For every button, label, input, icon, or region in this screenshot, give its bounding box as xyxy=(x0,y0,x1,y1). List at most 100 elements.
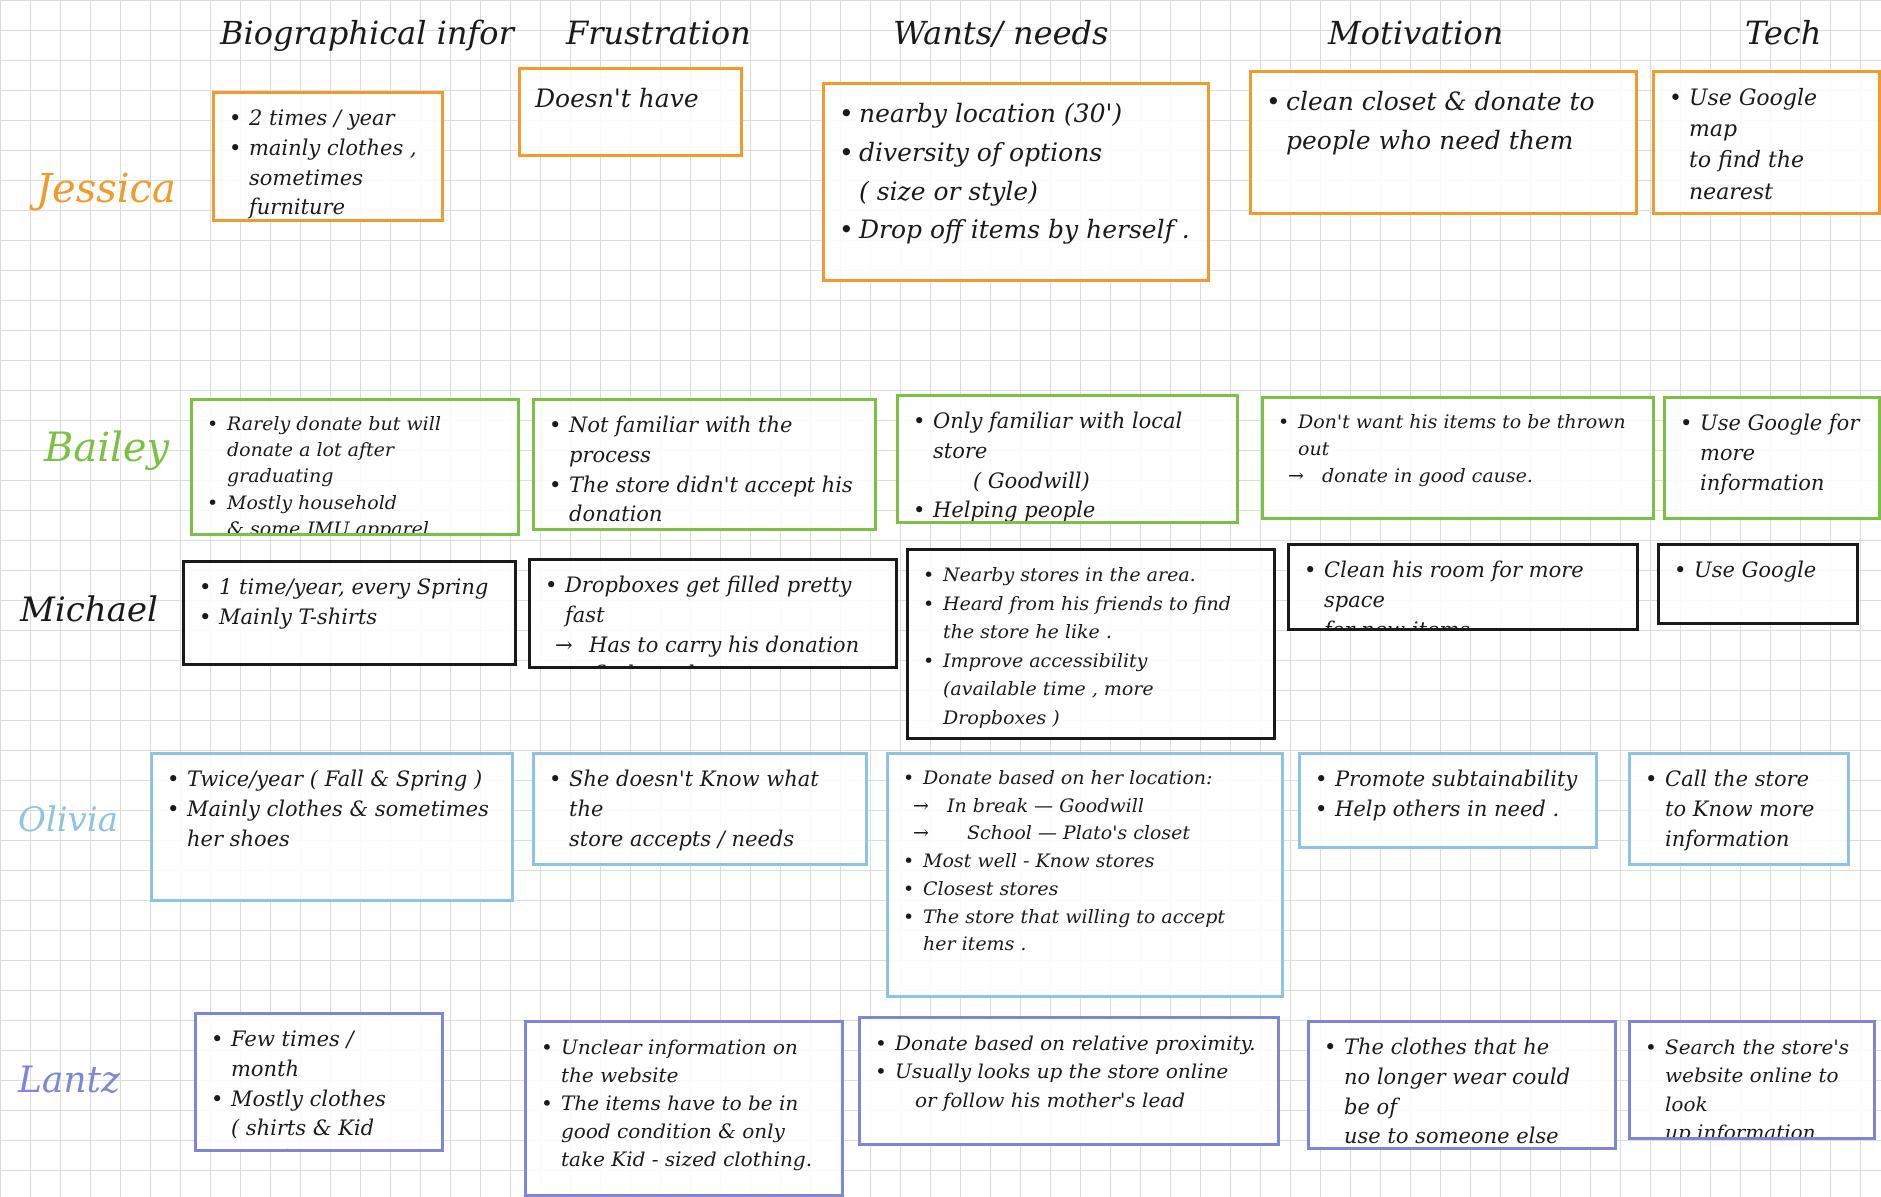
bailey-wants-item: Helping people xyxy=(913,496,1222,521)
bailey-bio-note: Rarely donate but will donate a lot afte… xyxy=(190,398,520,536)
michael-motivation-item: for new items. xyxy=(1324,617,1477,631)
olivia-bio-item: her shoes xyxy=(187,826,290,851)
column-header-motivation: Motivation xyxy=(1328,14,1504,52)
bailey-wants-item: ( Goodwill) xyxy=(973,468,1090,493)
bailey-bio-item: Rarely donate but will xyxy=(207,411,503,437)
michael-wants-item: Nearby stores in the area. xyxy=(923,561,1259,590)
michael-motivation-note: Clean his room for more space for new it… xyxy=(1287,543,1639,631)
olivia-wants-item: School — Plato's closet xyxy=(903,820,1267,848)
olivia-frustration-item: store accepts / needs xyxy=(569,826,795,851)
michael-frustration-item: to find another one xyxy=(545,660,881,666)
michael-frustration-note: Dropboxes get filled pretty fast Has to … xyxy=(528,558,898,669)
michael-wants-item: the store he like . xyxy=(943,621,1112,643)
lantz-motivation-item: The clothes that he xyxy=(1324,1033,1600,1063)
lantz-bio-item: Mostly clothes xyxy=(211,1085,427,1115)
olivia-motivation-item: Help others in need . xyxy=(1315,795,1581,825)
lantz-wants-item: or follow his mother's lead xyxy=(915,1087,1186,1112)
jessica-wants-item: nearby location (30') xyxy=(839,95,1193,134)
bailey-frustration-item: The store didn't accept his xyxy=(549,471,860,501)
column-header-frustration: Frustration xyxy=(566,14,751,52)
olivia-bio-item: Twice/year ( Fall & Spring ) xyxy=(167,765,497,795)
lantz-tech-item: Search the store's xyxy=(1645,1033,1859,1062)
olivia-wants-item: her items . xyxy=(923,933,1027,956)
jessica-frustration-text: Doesn't have xyxy=(535,84,699,113)
jessica-wants-note: nearby location (30') diversity of optio… xyxy=(822,82,1210,282)
column-header-biographical: Biographical infor xyxy=(220,14,514,52)
lantz-tech-item: up information xyxy=(1665,1120,1816,1140)
bailey-bio-item: Mostly household xyxy=(207,490,503,516)
jessica-motivation-note: clean closet & donate to people who need… xyxy=(1249,70,1638,215)
olivia-bio-note: Twice/year ( Fall & Spring ) Mainly clot… xyxy=(150,752,514,902)
jessica-tech-note: Use Google map to find the nearest store xyxy=(1652,70,1881,215)
lantz-wants-item: Donate based on relative proximity. xyxy=(875,1029,1263,1058)
lantz-bio-item: Few times / month xyxy=(211,1025,427,1085)
lantz-motivation-item: no longer wear could be of xyxy=(1344,1064,1571,1119)
jessica-wants-item: Drop off items by herself . xyxy=(839,211,1193,250)
michael-bio-item: Mainly T-shirts xyxy=(199,603,500,633)
persona-name-michael: Michael xyxy=(20,590,158,630)
bailey-motivation-note: Don't want his items to be thrown out do… xyxy=(1261,396,1655,520)
bailey-wants-item: Only familiar with local store xyxy=(913,407,1222,467)
lantz-frustration-item: The items have to be in xyxy=(541,1089,827,1117)
jessica-bio-item: 2 times / year xyxy=(229,104,427,134)
lantz-tech-item: website online to look xyxy=(1665,1063,1839,1116)
bailey-frustration-note: Not familiar with the process The store … xyxy=(532,398,877,531)
olivia-frustration-item: She doesn't Know what the xyxy=(549,765,851,825)
persona-name-olivia: Olivia xyxy=(18,800,118,840)
jessica-bio-item: sometimes furniture xyxy=(249,165,364,220)
olivia-wants-item: In break — Goodwill xyxy=(903,793,1267,821)
michael-frustration-item: Dropboxes get filled pretty fast xyxy=(545,571,881,631)
persona-name-bailey: Bailey xyxy=(44,425,170,471)
lantz-frustration-note: Unclear information on the website The i… xyxy=(524,1020,844,1197)
olivia-wants-item: Most well - Know stores xyxy=(903,848,1267,876)
bailey-wants-note: Only familiar with local store ( Goodwil… xyxy=(896,394,1239,524)
jessica-wants-item: diversity of options xyxy=(839,134,1193,173)
jessica-motivation-item: people who need them xyxy=(1286,125,1574,155)
michael-wants-item: Improve accessibility xyxy=(923,647,1259,676)
michael-motivation-item: Clean his room for more space xyxy=(1304,556,1622,616)
bailey-frustration-item: Not familiar with the process xyxy=(549,411,860,471)
bailey-bio-item: & some JMU apparel. xyxy=(227,517,435,536)
lantz-frustration-item: good condition & only xyxy=(561,1119,785,1143)
lantz-bio-item: ( shirts & Kid wear) xyxy=(231,1116,375,1149)
jessica-tech-item: to find the nearest xyxy=(1689,148,1805,205)
olivia-tech-note: Call the store to Know more information xyxy=(1628,752,1850,866)
olivia-tech-item: Call the store xyxy=(1645,765,1833,795)
olivia-wants-note: Donate based on her location: In break —… xyxy=(886,752,1284,998)
jessica-motivation-item: clean closet & donate to xyxy=(1266,83,1621,122)
lantz-wants-note: Donate based on relative proximity. Usua… xyxy=(858,1016,1280,1146)
bailey-tech-item: more information xyxy=(1700,440,1825,495)
bailey-motivation-item: Don't want his items to be thrown out xyxy=(1278,409,1638,463)
bailey-motivation-item: donate in good cause. xyxy=(1278,463,1638,490)
olivia-wants-item: The store that willing to accept xyxy=(903,904,1267,932)
lantz-frustration-item: Unclear information on xyxy=(541,1033,827,1061)
lantz-frustration-item: the website xyxy=(561,1063,679,1087)
michael-wants-note: Nearby stores in the area. Heard from hi… xyxy=(906,548,1276,740)
olivia-wants-item: Closest stores xyxy=(903,876,1267,904)
olivia-frustration-note: She doesn't Know what the store accepts … xyxy=(532,752,868,866)
olivia-tech-item: to Know more xyxy=(1665,796,1815,821)
lantz-frustration-item: take Kid - sized clothing. xyxy=(561,1147,813,1171)
olivia-motivation-item: Promote subtainability xyxy=(1315,765,1581,795)
bailey-bio-item: donate a lot after graduating xyxy=(227,439,394,488)
olivia-wants-item: Donate based on her location: xyxy=(903,765,1267,793)
michael-tech-note: Use Google xyxy=(1657,543,1859,625)
lantz-motivation-item: use to someone else xyxy=(1344,1124,1559,1149)
lantz-wants-item: Usually looks up the store online xyxy=(875,1057,1263,1086)
michael-bio-note: 1 time/year, every Spring Mainly T-shirt… xyxy=(182,560,517,666)
lantz-tech-note: Search the store's website online to loo… xyxy=(1628,1020,1876,1140)
jessica-bio-item: mainly clothes , xyxy=(229,134,427,164)
olivia-motivation-note: Promote subtainability Help others in ne… xyxy=(1298,752,1598,849)
michael-frustration-item: Has to carry his donation xyxy=(545,631,881,661)
bailey-frustration-item: donation xyxy=(569,502,663,527)
bailey-tech-item: Use Google for xyxy=(1680,409,1864,439)
jessica-frustration-note: Doesn't have xyxy=(518,67,743,157)
bailey-tech-note: Use Google for more information xyxy=(1663,396,1881,520)
jessica-tech-item: Use Google map xyxy=(1669,83,1864,145)
persona-name-jessica: Jessica xyxy=(36,166,176,212)
jessica-bio-note: 2 times / year mainly clothes , sometime… xyxy=(212,91,444,222)
jessica-wants-item: ( size or style) xyxy=(859,176,1038,206)
lantz-bio-note: Few times / month Mostly clothes ( shirt… xyxy=(194,1012,444,1152)
column-header-wants-needs: Wants/ needs xyxy=(893,14,1109,52)
